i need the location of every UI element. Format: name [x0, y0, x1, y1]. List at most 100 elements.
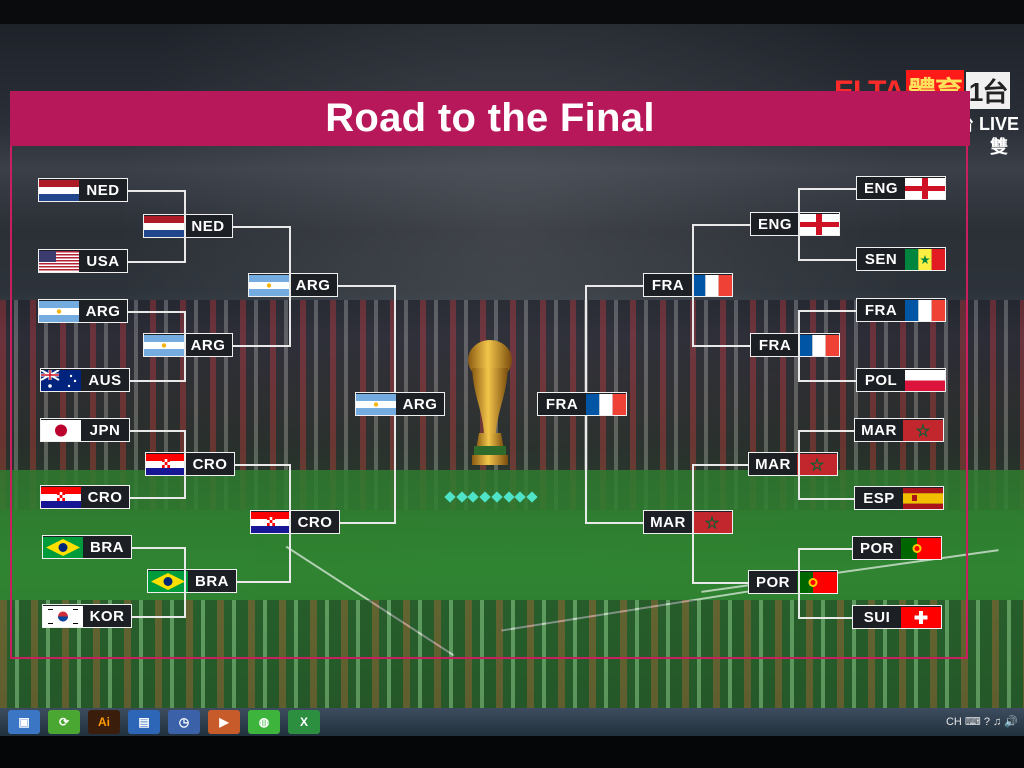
team-code: SEN	[864, 250, 898, 268]
bracket-connector	[692, 224, 694, 347]
system-tray[interactable]: CH ⌨ ? ♫ 🔊	[945, 716, 1018, 728]
bracket-connector	[132, 616, 184, 618]
team-left-qf-arg: ARG	[143, 333, 233, 357]
bracket-connector	[340, 522, 394, 524]
bracket-connector	[128, 190, 184, 192]
team-right-r16-pol: POL	[856, 368, 946, 392]
excel-icon[interactable]: X	[288, 710, 320, 734]
bracket-connector	[338, 285, 394, 287]
bracket-connector	[798, 430, 800, 500]
team-left-sf-cro: CRO	[250, 510, 340, 534]
team-code: NED	[86, 181, 120, 199]
team-code: ARG	[402, 395, 438, 413]
esp-flag-icon	[903, 487, 943, 509]
team-code: JPN	[89, 421, 121, 439]
team-right-r16-sen: SEN	[856, 247, 946, 271]
team-left-r16-usa: USA	[38, 249, 128, 273]
team-code: POR	[755, 573, 790, 591]
bracket-connector	[235, 464, 289, 466]
tv-bezel-bottom	[0, 736, 1024, 768]
refresh-icon[interactable]: ⟳	[48, 710, 80, 734]
fra-flag-icon	[586, 393, 626, 415]
pol-flag-icon	[905, 369, 945, 391]
bracket-connector	[184, 430, 186, 499]
bracket-connector	[394, 416, 396, 524]
fra-flag-icon	[692, 274, 732, 296]
team-left-qf-ned: NED	[143, 214, 233, 238]
bracket-connector	[798, 548, 800, 619]
team-right-finalist-fra: FRA	[537, 392, 627, 416]
aus-flag-icon	[41, 369, 81, 391]
team-code: ENG	[757, 215, 792, 233]
kor-flag-icon	[43, 605, 83, 627]
bracket-connector	[237, 581, 289, 583]
fra-flag-icon	[905, 299, 945, 321]
cro-flag-icon	[251, 511, 291, 533]
clock-icon[interactable]: ◷	[168, 710, 200, 734]
team-code: MAR	[650, 513, 686, 531]
team-code: ARG	[295, 276, 331, 294]
team-code: CRO	[87, 488, 123, 506]
arg-flag-icon	[39, 300, 79, 322]
team-code: BRA	[90, 538, 124, 556]
team-left-r16-jpn: JPN	[40, 418, 130, 442]
team-code: AUS	[88, 371, 122, 389]
eng-flag-icon	[799, 213, 839, 235]
bracket-connector	[394, 285, 396, 392]
mar-flag-icon	[903, 419, 943, 441]
media-icon[interactable]: ▶	[208, 710, 240, 734]
bracket-connector	[130, 430, 184, 432]
bracket-connector	[798, 617, 852, 619]
team-left-finalist-arg: ARG	[355, 392, 445, 416]
bracket-connector	[233, 226, 289, 228]
team-code: ENG	[863, 179, 898, 197]
team-code: SUI	[863, 608, 891, 626]
bracket-connector	[289, 226, 291, 347]
team-code: ESP	[863, 489, 895, 507]
ned-flag-icon	[144, 215, 184, 237]
bracket-connector	[692, 582, 748, 584]
bracket-connector	[798, 430, 854, 432]
bracket-connector	[692, 224, 750, 226]
bracket-connector	[798, 498, 854, 500]
bracket-connector	[585, 285, 643, 287]
bracket-connector	[289, 464, 291, 583]
bracket-connector	[798, 188, 856, 190]
bracket-connector	[585, 522, 643, 524]
por-flag-icon	[797, 571, 837, 593]
world-cup-trophy-icon	[468, 340, 512, 465]
team-right-qf-mar: MAR	[748, 452, 838, 476]
bracket-connector	[233, 345, 289, 347]
bracket-connector	[132, 547, 184, 549]
tv-bezel-top	[0, 0, 1024, 24]
illustrator-icon[interactable]: Ai	[88, 710, 120, 734]
mar-flag-icon	[797, 453, 837, 475]
team-code: ARG	[85, 302, 121, 320]
team-code: MAR	[755, 455, 791, 473]
arg-flag-icon	[144, 334, 184, 356]
bracket-connector	[798, 548, 852, 550]
bracket-connector	[184, 311, 186, 382]
team-right-sf-mar: MAR	[643, 510, 733, 534]
team-code: FRA	[651, 276, 685, 294]
bracket-connector	[798, 310, 800, 382]
bracket-connector	[692, 464, 748, 466]
team-right-qf-fra: FRA	[750, 333, 840, 357]
arg-flag-icon	[249, 274, 289, 296]
team-code: NED	[191, 217, 225, 235]
team-left-r16-arg: ARG	[38, 299, 128, 323]
bracket-connector	[798, 259, 856, 261]
por-flag-icon	[901, 537, 941, 559]
team-right-qf-por: POR	[748, 570, 838, 594]
team-left-r16-bra: BRA	[42, 535, 132, 559]
cro-flag-icon	[146, 453, 186, 475]
explorer-icon[interactable]: ▤	[128, 710, 160, 734]
ned-flag-icon	[39, 179, 79, 201]
mar-flag-icon	[692, 511, 732, 533]
quick-launch-icon[interactable]: ▣	[8, 710, 40, 734]
team-left-qf-cro: CRO	[145, 452, 235, 476]
team-code: CRO	[192, 455, 228, 473]
decorative-dots	[444, 491, 538, 503]
line-app-icon[interactable]: ◍	[248, 710, 280, 734]
